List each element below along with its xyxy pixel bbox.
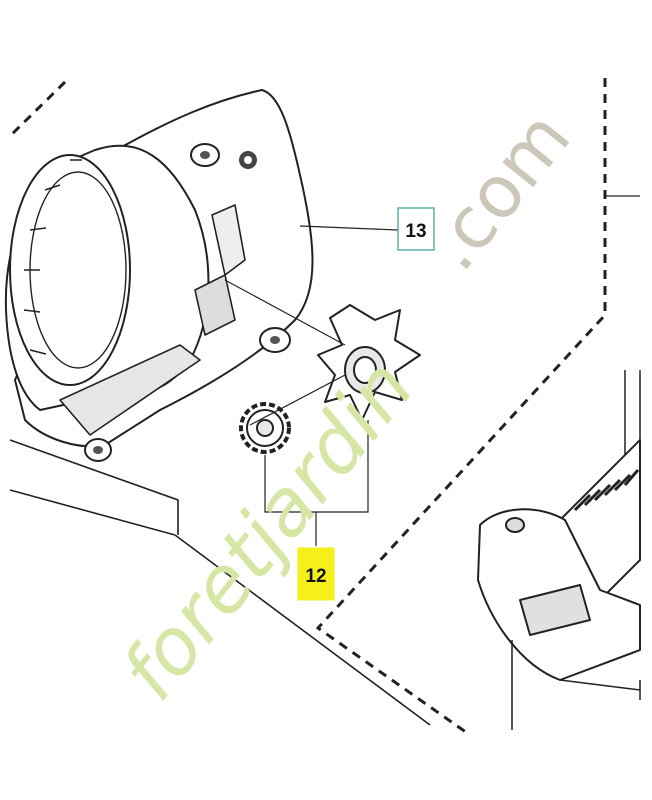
- frame-base: [9, 439, 431, 726]
- leader-12: [264, 420, 369, 546]
- star-gear-hub-inner: [353, 356, 377, 384]
- housing-lower-rail: [59, 344, 201, 436]
- housing-boss-bottom-hole: [93, 446, 103, 454]
- watermark-suffix-text: .com: [410, 96, 586, 286]
- callout-12: 12: [297, 547, 335, 601]
- right-clamp-hole: [505, 517, 525, 533]
- dashed-boundary-top-left: [6, 80, 67, 140]
- housing-drum-rim: [9, 154, 131, 386]
- callout-13-box: [397, 207, 435, 251]
- star-gear-part: [317, 304, 421, 421]
- housing-ribs: [23, 159, 82, 355]
- callout-13-label: 13: [405, 221, 426, 242]
- right-clamp-slot: [519, 584, 591, 636]
- housing-part: [4, 89, 314, 462]
- leader-13: [299, 225, 399, 231]
- callout-12-box: [297, 547, 335, 601]
- housing-latch: [194, 274, 236, 336]
- callout-13: 13: [397, 207, 435, 251]
- pinion-gear-bore: [256, 419, 274, 437]
- axis-lines: [224, 279, 346, 426]
- callout-12-label: 12: [305, 566, 326, 587]
- right-base-lines: [511, 640, 641, 730]
- right-assembly: [477, 370, 641, 730]
- leader-lines: [264, 225, 399, 546]
- housing-boss-top-hole: [200, 151, 210, 159]
- right-rack-teeth: [573, 469, 640, 512]
- housing-inner-channel: [211, 204, 246, 276]
- pinion-gear-part: [239, 402, 291, 454]
- housing-boss-middle-hole: [270, 336, 280, 344]
- brand-logo-icon: [239, 151, 257, 169]
